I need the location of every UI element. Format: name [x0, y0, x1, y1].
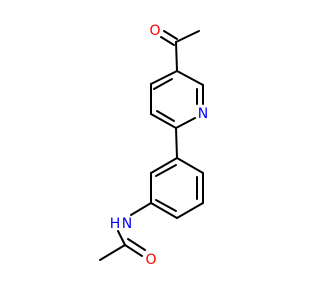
benzene-ring: [150, 157, 204, 219]
bond-acetyl-ring: [175, 41, 178, 72]
bond-benz-4: [176, 202, 204, 219]
atom-nitrogen-amide: N: [122, 216, 132, 232]
bond-ring-nh: [130, 202, 152, 216]
bond-c-o-double-b: [163, 30, 178, 40]
bond-benz-6: [176, 157, 204, 174]
acetamide-group: [99, 202, 152, 261]
bond-pyr-6: [176, 70, 204, 86]
bond-amide-c-o-double-b: [127, 238, 146, 251]
bond-pyr-1-inner: [153, 78, 173, 90]
bond-benz-1: [150, 157, 178, 174]
pyridine-ring: [150, 70, 204, 129]
molecule-structure: O N N H O: [99, 23, 208, 268]
bond-pyr-4: [175, 117, 196, 129]
acetyl-group-top: [160, 30, 200, 72]
bond-benz-1-inner: [155, 164, 177, 177]
atom-nitrogen-pyridine: N: [198, 106, 208, 122]
bond-benz-3: [150, 202, 178, 219]
atom-hydrogen-amide: H: [110, 216, 121, 232]
bond-carbonyl-methyl: [99, 244, 126, 261]
bond-acetyl-methyl: [175, 30, 200, 43]
bond-amide-c-o-double-a: [124, 244, 143, 257]
bond-c-o-double-a: [160, 36, 175, 46]
atom-oxygen-ketone: O: [149, 23, 160, 39]
bond-nh-carbonyl: [117, 230, 126, 246]
bond-pyr-1: [150, 70, 178, 85]
bond-pyr-3-inner: [156, 110, 175, 122]
bond-pyr-3: [150, 113, 177, 129]
bond-benz-3-inner: [155, 199, 177, 212]
bond-biaryl: [175, 127, 178, 159]
atom-oxygen-amide: O: [145, 252, 156, 268]
